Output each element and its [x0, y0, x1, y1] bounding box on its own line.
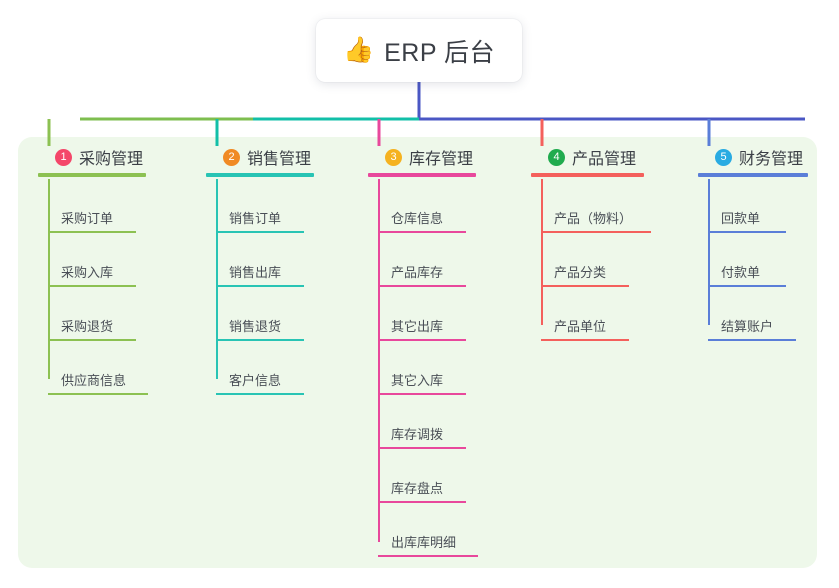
menu-item[interactable]: 库存盘点: [378, 449, 466, 503]
menu-item[interactable]: 库存调拨: [378, 395, 466, 449]
menu-item-underline: [378, 393, 466, 395]
menu-item-underline: [378, 285, 466, 287]
category-underline: [698, 173, 808, 177]
menu-item-underline: [378, 231, 466, 233]
category-number-badge: 2: [223, 148, 240, 166]
menu-item-label: 销售订单: [229, 211, 282, 226]
menu-item-underline: [541, 285, 629, 287]
menu-item-label: 采购入库: [61, 265, 114, 280]
category-column-1: 1 采购管理采购订单采购入库采购退货供应商信息: [38, 145, 148, 395]
category-underline: [531, 173, 644, 177]
menu-item-label: 仓库信息: [391, 211, 444, 226]
menu-item-label: 产品分类: [554, 265, 607, 280]
root-node-card[interactable]: 👍 ERP 后台: [316, 19, 522, 82]
menu-item[interactable]: 产品库存: [378, 233, 466, 287]
menu-item[interactable]: 回款单: [708, 179, 786, 233]
category-column-4: 4 产品管理产品（物料） 产品分类产品单位: [531, 145, 651, 341]
menu-item-underline: [541, 231, 651, 233]
menu-item-label: 产品库存: [391, 265, 444, 280]
menu-item-label: 采购退货: [61, 319, 114, 334]
menu-item[interactable]: 付款单: [708, 233, 786, 287]
menu-item[interactable]: 采购入库: [48, 233, 136, 287]
category-column-2: 2 销售管理销售订单销售出库销售退货客户信息: [206, 145, 314, 395]
menu-item-underline: [708, 231, 786, 233]
menu-item-underline: [48, 393, 148, 395]
menu-item[interactable]: 客户信息: [216, 341, 304, 395]
menu-item[interactable]: 产品分类: [541, 233, 629, 287]
menu-item-label: 出库库明细: [391, 535, 457, 550]
menu-item-underline: [378, 555, 478, 557]
category-header-1[interactable]: 1 采购管理: [38, 145, 143, 169]
category-title: 库存管理: [409, 151, 474, 168]
menu-item[interactable]: 供应商信息: [48, 341, 148, 395]
thumbs-up-emoji: 👍: [342, 36, 375, 64]
menu-item-label: 客户信息: [229, 373, 282, 388]
menu-item-underline: [216, 393, 304, 395]
category-header-3[interactable]: 3 库存管理: [368, 145, 473, 169]
branch-trunk-line: [708, 179, 710, 325]
menu-item-underline: [216, 231, 304, 233]
category-title: 产品管理: [572, 151, 637, 168]
menu-item-label: 产品（物料）: [554, 211, 633, 226]
category-column-5: 5 财务管理回款单付款单结算账户: [698, 145, 808, 341]
menu-item[interactable]: 销售退货: [216, 287, 304, 341]
menu-item-label: 采购订单: [61, 211, 114, 226]
menu-item-underline: [48, 339, 136, 341]
category-header-2[interactable]: 2 销售管理: [206, 145, 311, 169]
menu-item-label: 供应商信息: [61, 373, 127, 388]
menu-item-underline: [48, 231, 136, 233]
category-title: 财务管理: [739, 151, 804, 168]
menu-item-label: 其它入库: [391, 373, 444, 388]
branch-trunk-line: [541, 179, 543, 325]
menu-item-underline: [378, 501, 466, 503]
menu-item-label: 结算账户: [721, 319, 774, 334]
menu-item[interactable]: 销售订单: [216, 179, 304, 233]
menu-item[interactable]: 出库库明细: [378, 503, 478, 557]
branch-trunk-line: [378, 179, 380, 542]
category-header-4[interactable]: 4 产品管理: [531, 145, 636, 169]
category-number-badge: 5: [715, 148, 732, 166]
category-column-3: 3 库存管理仓库信息产品库存其它出库其它入库库存调拨库存盘点出库库明细: [368, 145, 478, 557]
menu-item[interactable]: 仓库信息: [378, 179, 466, 233]
category-number-badge: 3: [385, 148, 402, 166]
menu-item[interactable]: 产品单位: [541, 287, 629, 341]
category-underline: [368, 173, 476, 177]
menu-item-underline: [48, 285, 136, 287]
menu-item[interactable]: 采购订单: [48, 179, 136, 233]
category-header-5[interactable]: 5 财务管理: [698, 145, 803, 169]
menu-item-underline: [541, 339, 629, 341]
menu-item-underline: [378, 447, 466, 449]
menu-item[interactable]: 销售出库: [216, 233, 304, 287]
menu-item-label: 付款单: [721, 265, 761, 280]
menu-item-underline: [378, 339, 466, 341]
category-title: 采购管理: [79, 151, 144, 168]
menu-item-label: 回款单: [721, 211, 761, 226]
menu-item[interactable]: 结算账户: [708, 287, 796, 341]
category-underline: [206, 173, 314, 177]
menu-item[interactable]: 产品（物料）: [541, 179, 651, 233]
menu-item[interactable]: 其它出库: [378, 287, 466, 341]
menu-item[interactable]: 其它入库: [378, 341, 466, 395]
category-underline: [38, 173, 146, 177]
branch-trunk-line: [48, 179, 50, 379]
category-number-badge: 1: [55, 148, 72, 166]
menu-item-label: 其它出库: [391, 319, 444, 334]
menu-item-underline: [216, 339, 304, 341]
menu-item-label: 销售退货: [229, 319, 282, 334]
menu-item-label: 产品单位: [554, 319, 607, 334]
menu-item[interactable]: 采购退货: [48, 287, 136, 341]
root-node-title: ERP 后台: [384, 38, 496, 67]
menu-item-underline: [216, 285, 304, 287]
diagram-panel-background: [18, 137, 817, 568]
menu-item-underline: [708, 339, 796, 341]
menu-item-label: 销售出库: [229, 265, 282, 280]
branch-trunk-line: [216, 179, 218, 379]
category-number-badge: 4: [548, 148, 565, 166]
menu-item-label: 库存盘点: [391, 481, 444, 496]
menu-item-label: 库存调拨: [391, 427, 444, 442]
category-title: 销售管理: [247, 151, 312, 168]
menu-item-underline: [708, 285, 786, 287]
